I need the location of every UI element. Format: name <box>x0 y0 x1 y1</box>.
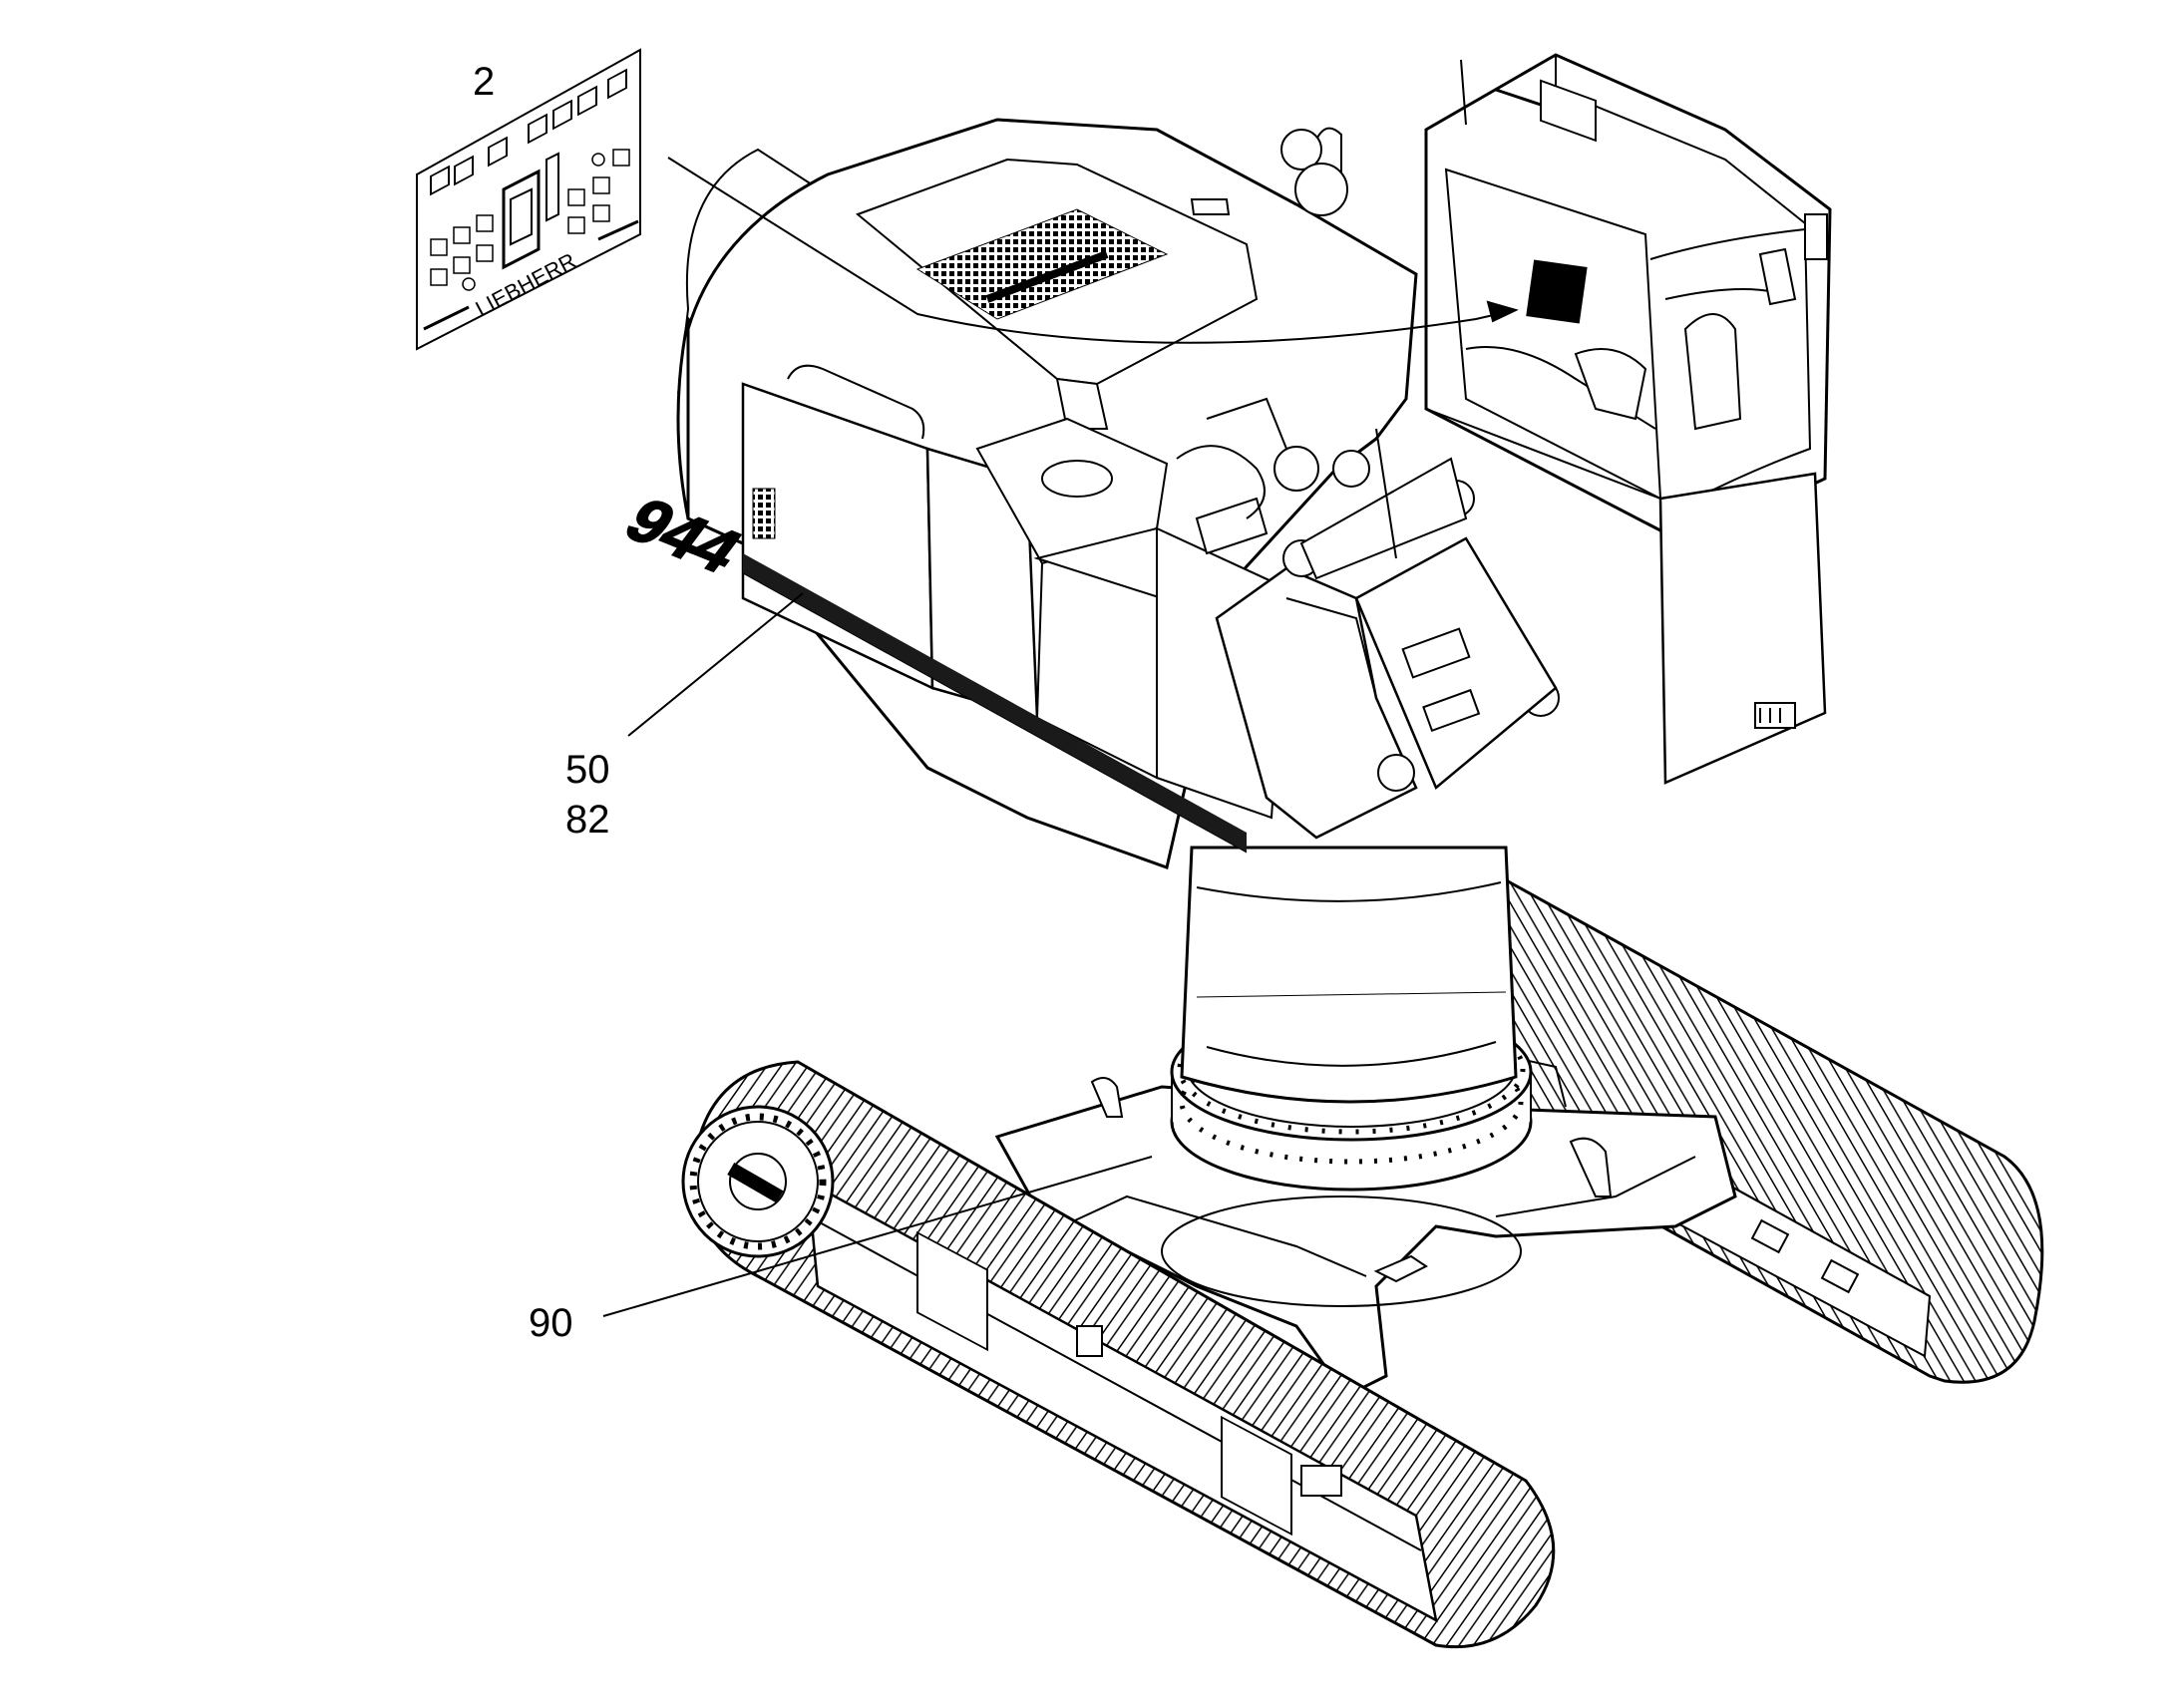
callout-50: 50 <box>565 748 610 792</box>
leader-lines <box>602 157 1519 1317</box>
drive-sprocket <box>681 1105 835 1258</box>
boom-mount <box>1215 457 1560 840</box>
side-service-doors <box>741 364 1039 720</box>
callout-labels: 2 50 82 90 <box>473 60 610 1345</box>
callout-2: 2 <box>473 60 495 104</box>
leader-line-90 <box>602 1156 1153 1317</box>
uppercarriage: 944 <box>611 53 1832 869</box>
tank-block <box>975 417 1288 820</box>
hydraulic-cluster <box>1176 127 1397 559</box>
callout-90: 90 <box>529 1301 573 1345</box>
engine-hood <box>856 158 1259 430</box>
leader-arrowhead-2 <box>1486 300 1519 323</box>
control-decal-panel: LIEBHERR <box>416 48 641 351</box>
operator-cab <box>1424 53 1832 785</box>
left-crawler-track <box>681 1060 1556 1649</box>
leader-line-2 <box>667 157 1512 344</box>
undercarriage <box>681 846 2044 1649</box>
tower-column <box>1180 846 1518 1104</box>
leader-line-50-82 <box>627 592 804 737</box>
callout-82: 82 <box>565 798 610 842</box>
